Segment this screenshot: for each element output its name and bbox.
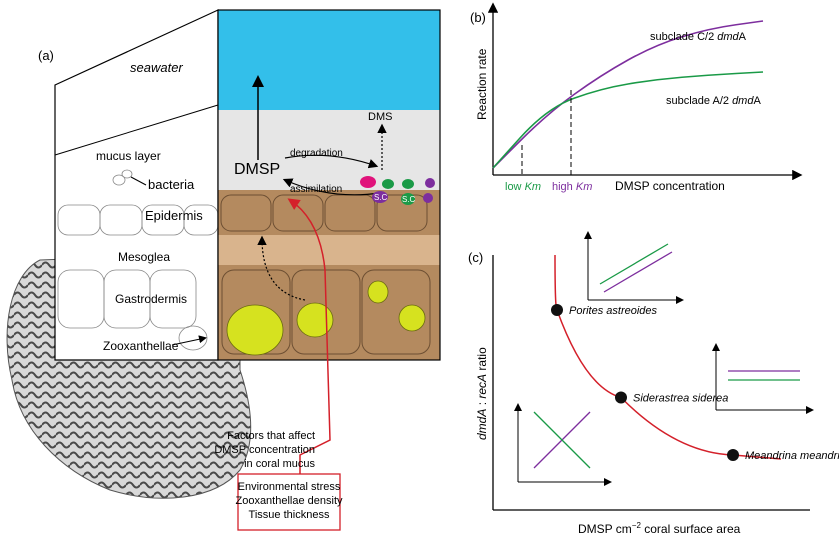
species-point-label: Siderastrea siderea <box>633 393 728 405</box>
degradation-arrow <box>284 154 379 169</box>
zooxanthellae-label: Zooxanthellae <box>103 339 179 353</box>
species-point-label: Meandrina meandrites <box>745 450 839 462</box>
mesoglea-region <box>218 235 440 265</box>
low-km-label: low Km <box>505 181 541 193</box>
mucus-layer-label: mucus layer <box>96 149 161 163</box>
species-point <box>615 391 627 404</box>
series-subclade-a2 <box>492 71 764 169</box>
bacteria-label: bacteria <box>148 177 195 192</box>
factors-arrow <box>287 198 331 488</box>
factors-box <box>237 473 341 531</box>
inset-parallel-rising <box>584 231 684 304</box>
panel-a-label: (a) <box>38 48 54 63</box>
zoox-dotted-arrow <box>257 235 306 301</box>
factors-title-line3: in coral mucus <box>244 458 315 470</box>
svg-text:subclade A/2 dmdA: subclade A/2 dmdA <box>666 95 761 107</box>
panel-b-axes <box>487 2 803 181</box>
panel-c-xlabel: DMSP cm−2 coral surface area <box>578 521 741 536</box>
series-c2-legend: subclade C/2 dmdA <box>650 31 747 43</box>
factors-title: Factors that affect DMSP concentration i… <box>214 430 315 470</box>
sc-label-1: S.C <box>374 193 388 202</box>
series-a2-legend: subclade A/2 dmdA <box>666 95 761 107</box>
factors-title-line1: Factors that affect <box>227 430 315 442</box>
zooxanthellae-cells <box>226 280 426 356</box>
bacteria-dots <box>360 176 435 205</box>
dmsp-label: DMSP <box>234 161 280 178</box>
panel-b-xlabel: DMSP concentration <box>615 179 725 193</box>
high-km-label: high Km <box>552 181 592 193</box>
panel-c-ylabel: dmdA : recA ratio <box>475 347 489 440</box>
factors-title-line2: DMSP concentration <box>214 444 315 456</box>
factor-thickness: Tissue thickness <box>249 509 330 521</box>
panel-c-axes <box>492 255 810 511</box>
inset-crossing <box>514 403 612 486</box>
mucus-region <box>218 110 440 190</box>
inset-flat <box>712 343 814 414</box>
epidermis-cells-right <box>220 194 431 355</box>
sc-label-2: S.C <box>402 195 416 204</box>
factor-stress: Environmental stress <box>238 481 341 493</box>
epidermis-label: Epidermis <box>145 208 203 223</box>
dms-label: DMS <box>368 111 392 123</box>
series-subclade-c2 <box>492 20 764 169</box>
assimilation-arrow <box>282 178 381 196</box>
assimilation-label: assimilation <box>290 184 342 195</box>
panel-b-label: (b) <box>470 10 486 25</box>
factor-density: Zooxanthellae density <box>235 495 343 507</box>
species-point <box>551 304 563 316</box>
svg-text:subclade C/2 dmdA: subclade C/2 dmdA <box>650 31 747 43</box>
species-point-label: Porites astreoides <box>569 305 658 317</box>
degradation-label: degradation <box>290 148 343 159</box>
mesoglea-label: Mesoglea <box>118 250 170 264</box>
gastrodermis-label: Gastrodermis <box>115 292 187 306</box>
panel-b-ylabel: Reaction rate <box>475 48 489 120</box>
seawater-region <box>218 10 440 110</box>
species-point <box>727 449 739 461</box>
seawater-label: seawater <box>130 60 183 75</box>
epidermis-cells-left <box>57 169 219 351</box>
panel-c-label: (c) <box>468 250 483 265</box>
trend-curve <box>554 254 782 460</box>
